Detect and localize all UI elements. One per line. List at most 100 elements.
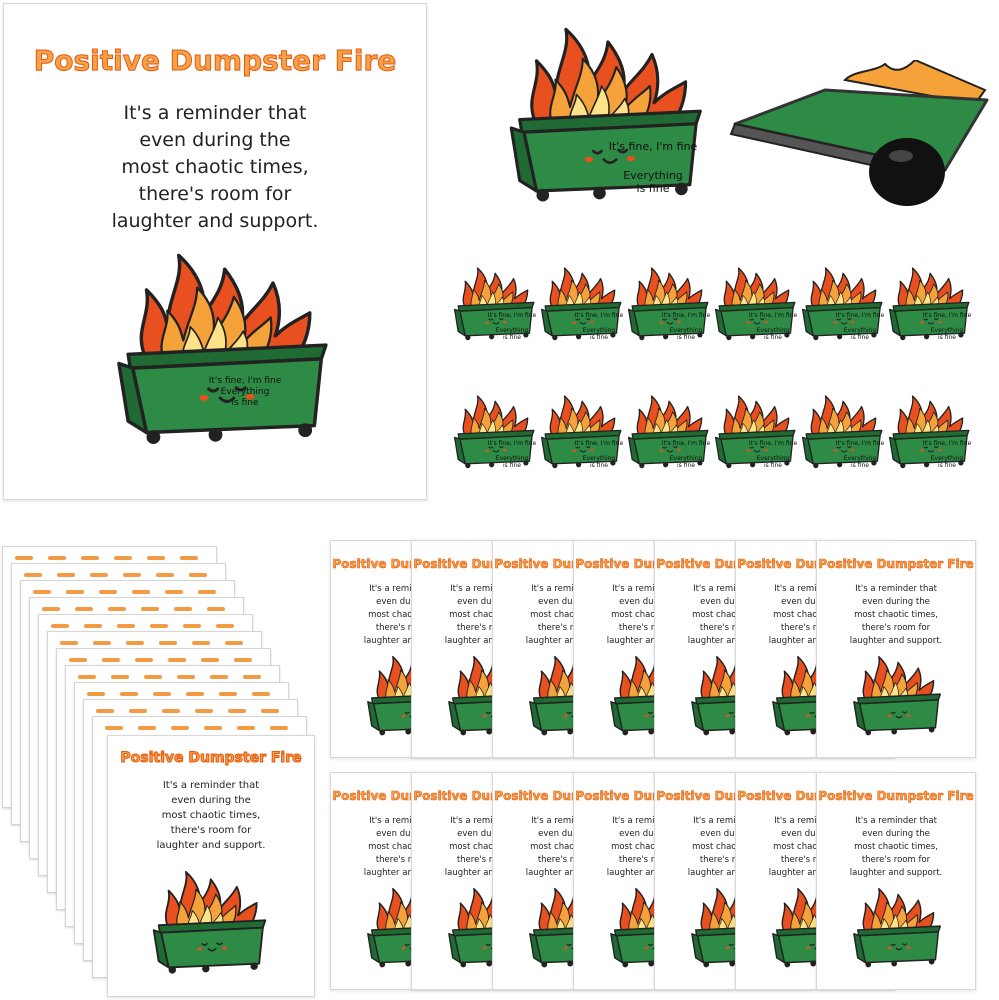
dumpster-fire-pin — [452, 250, 540, 360]
dumpster-fire-pin — [626, 378, 714, 488]
title-fragment — [207, 607, 225, 611]
title-fragment — [48, 556, 66, 560]
title-fragment — [234, 658, 252, 662]
title-fragment — [75, 607, 93, 611]
title-fragment — [171, 726, 189, 730]
title-fragment — [24, 573, 42, 577]
title-fragment — [57, 573, 75, 577]
title-fragment — [144, 675, 162, 679]
dumpster-fire-pin — [800, 250, 888, 360]
title-fragment — [111, 675, 129, 679]
dumpster-fire-pin — [539, 378, 627, 488]
title-fragment — [117, 624, 135, 628]
dumpster-fire-illustration — [150, 864, 274, 984]
dumpster-fire-pin — [626, 250, 714, 360]
title-fragment — [87, 692, 105, 696]
title-fragment — [120, 692, 138, 696]
title-fragment — [165, 590, 183, 594]
title-fragment — [237, 726, 255, 730]
title-fragment — [168, 658, 186, 662]
title-fragment — [105, 726, 123, 730]
title-fragment — [183, 624, 201, 628]
title-fragment — [60, 641, 78, 645]
card-title: Positive Dumpster Fire — [818, 557, 974, 572]
title-fragment — [228, 709, 246, 713]
stack-front-card: Positive Dumpster Fire It's a reminder t… — [107, 735, 315, 997]
pin-back-illustration — [729, 60, 989, 206]
title-fragment — [219, 692, 237, 696]
dumpster-fire-pin — [887, 378, 975, 488]
title-fragment — [270, 726, 288, 730]
card-title: Positive Dumpster Fire — [120, 750, 302, 767]
title-fragment — [150, 624, 168, 628]
title-fragment — [210, 675, 228, 679]
message-line: most chaotic times, — [121, 156, 309, 178]
title-fragment — [156, 573, 174, 577]
title-fragment — [225, 641, 243, 645]
title-fragment — [261, 709, 279, 713]
message-line: even during the — [139, 129, 291, 151]
title-fragment — [108, 607, 126, 611]
title-fragment — [252, 692, 270, 696]
title-fragment — [180, 556, 198, 560]
title-fragment — [114, 556, 132, 560]
title-fragment — [69, 658, 87, 662]
title-fragment — [90, 573, 108, 577]
pin-text: It's fine, I'm fine Everything is fine — [608, 140, 698, 195]
title-fragment — [153, 692, 171, 696]
pin-text-overlay: It's fine, I'm fine Everything is fine — [208, 376, 282, 408]
title-fragment — [159, 641, 177, 645]
title-fragment — [81, 556, 99, 560]
title-fragment — [33, 590, 51, 594]
title-fragment — [129, 709, 147, 713]
title-fragment — [216, 624, 234, 628]
title-fragment — [102, 658, 120, 662]
title-fragment — [132, 590, 150, 594]
title-fragment — [243, 675, 261, 679]
dumpster-fire-illustration — [112, 242, 342, 462]
title-fragment — [15, 556, 33, 560]
title-fragment — [126, 641, 144, 645]
dumpster-fire-pin — [539, 250, 627, 360]
title-fragment — [135, 658, 153, 662]
message-line: laughter and support. — [111, 210, 319, 232]
title-fragment — [189, 573, 207, 577]
title-fragment — [78, 675, 96, 679]
dumpster-fire-pin — [800, 378, 888, 488]
title-fragment — [138, 726, 156, 730]
large-info-card: Positive Dumpster Fire It's a reminder t… — [3, 3, 427, 500]
title-fragment — [195, 709, 213, 713]
message-line: It's a reminder that — [123, 102, 307, 124]
